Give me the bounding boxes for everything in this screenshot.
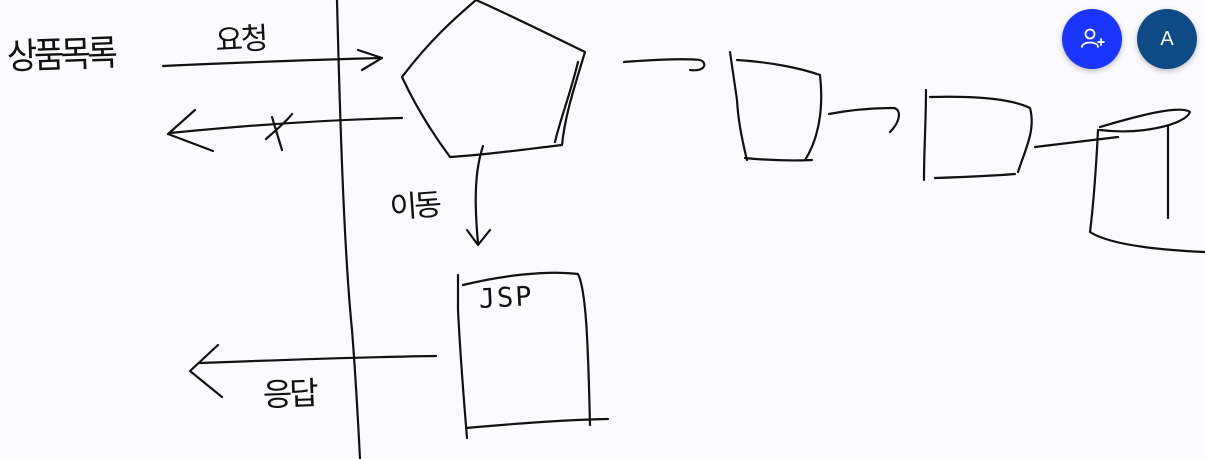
pentagon-edge-accent: [553, 60, 580, 144]
label-jsp: JSP: [478, 281, 535, 315]
service-box: [728, 50, 823, 162]
blocked-return-arrow-head: [166, 108, 215, 153]
database-cylinder: [1088, 108, 1205, 254]
cross-mark: [264, 112, 294, 152]
response-arrow-head: [188, 343, 224, 399]
add-user-icon: [1081, 28, 1105, 48]
avatar-initial: A: [1160, 27, 1174, 50]
invite-user-button[interactable]: [1062, 9, 1122, 69]
dao-arrow: [827, 106, 900, 134]
label-product-list: 상품목록: [6, 33, 115, 78]
label-forward: 이동: [388, 187, 441, 226]
dao-box: [922, 88, 1033, 182]
response-arrow-shaft: [198, 354, 438, 365]
user-avatar-button[interactable]: A: [1137, 9, 1197, 69]
divider-line: [335, 0, 362, 459]
label-response: 응답: [262, 374, 317, 414]
db-arrow: [1033, 135, 1120, 149]
label-request: 요청: [214, 21, 268, 59]
servlet-pentagon: [400, 0, 587, 159]
request-arrow-head: [356, 48, 384, 72]
forward-arrow-shaft: [474, 144, 485, 245]
service-arrow: [622, 58, 706, 72]
forward-arrow-head: [465, 228, 492, 247]
request-arrow-shaft: [161, 56, 384, 68]
jsp-page-box: [456, 271, 610, 440]
